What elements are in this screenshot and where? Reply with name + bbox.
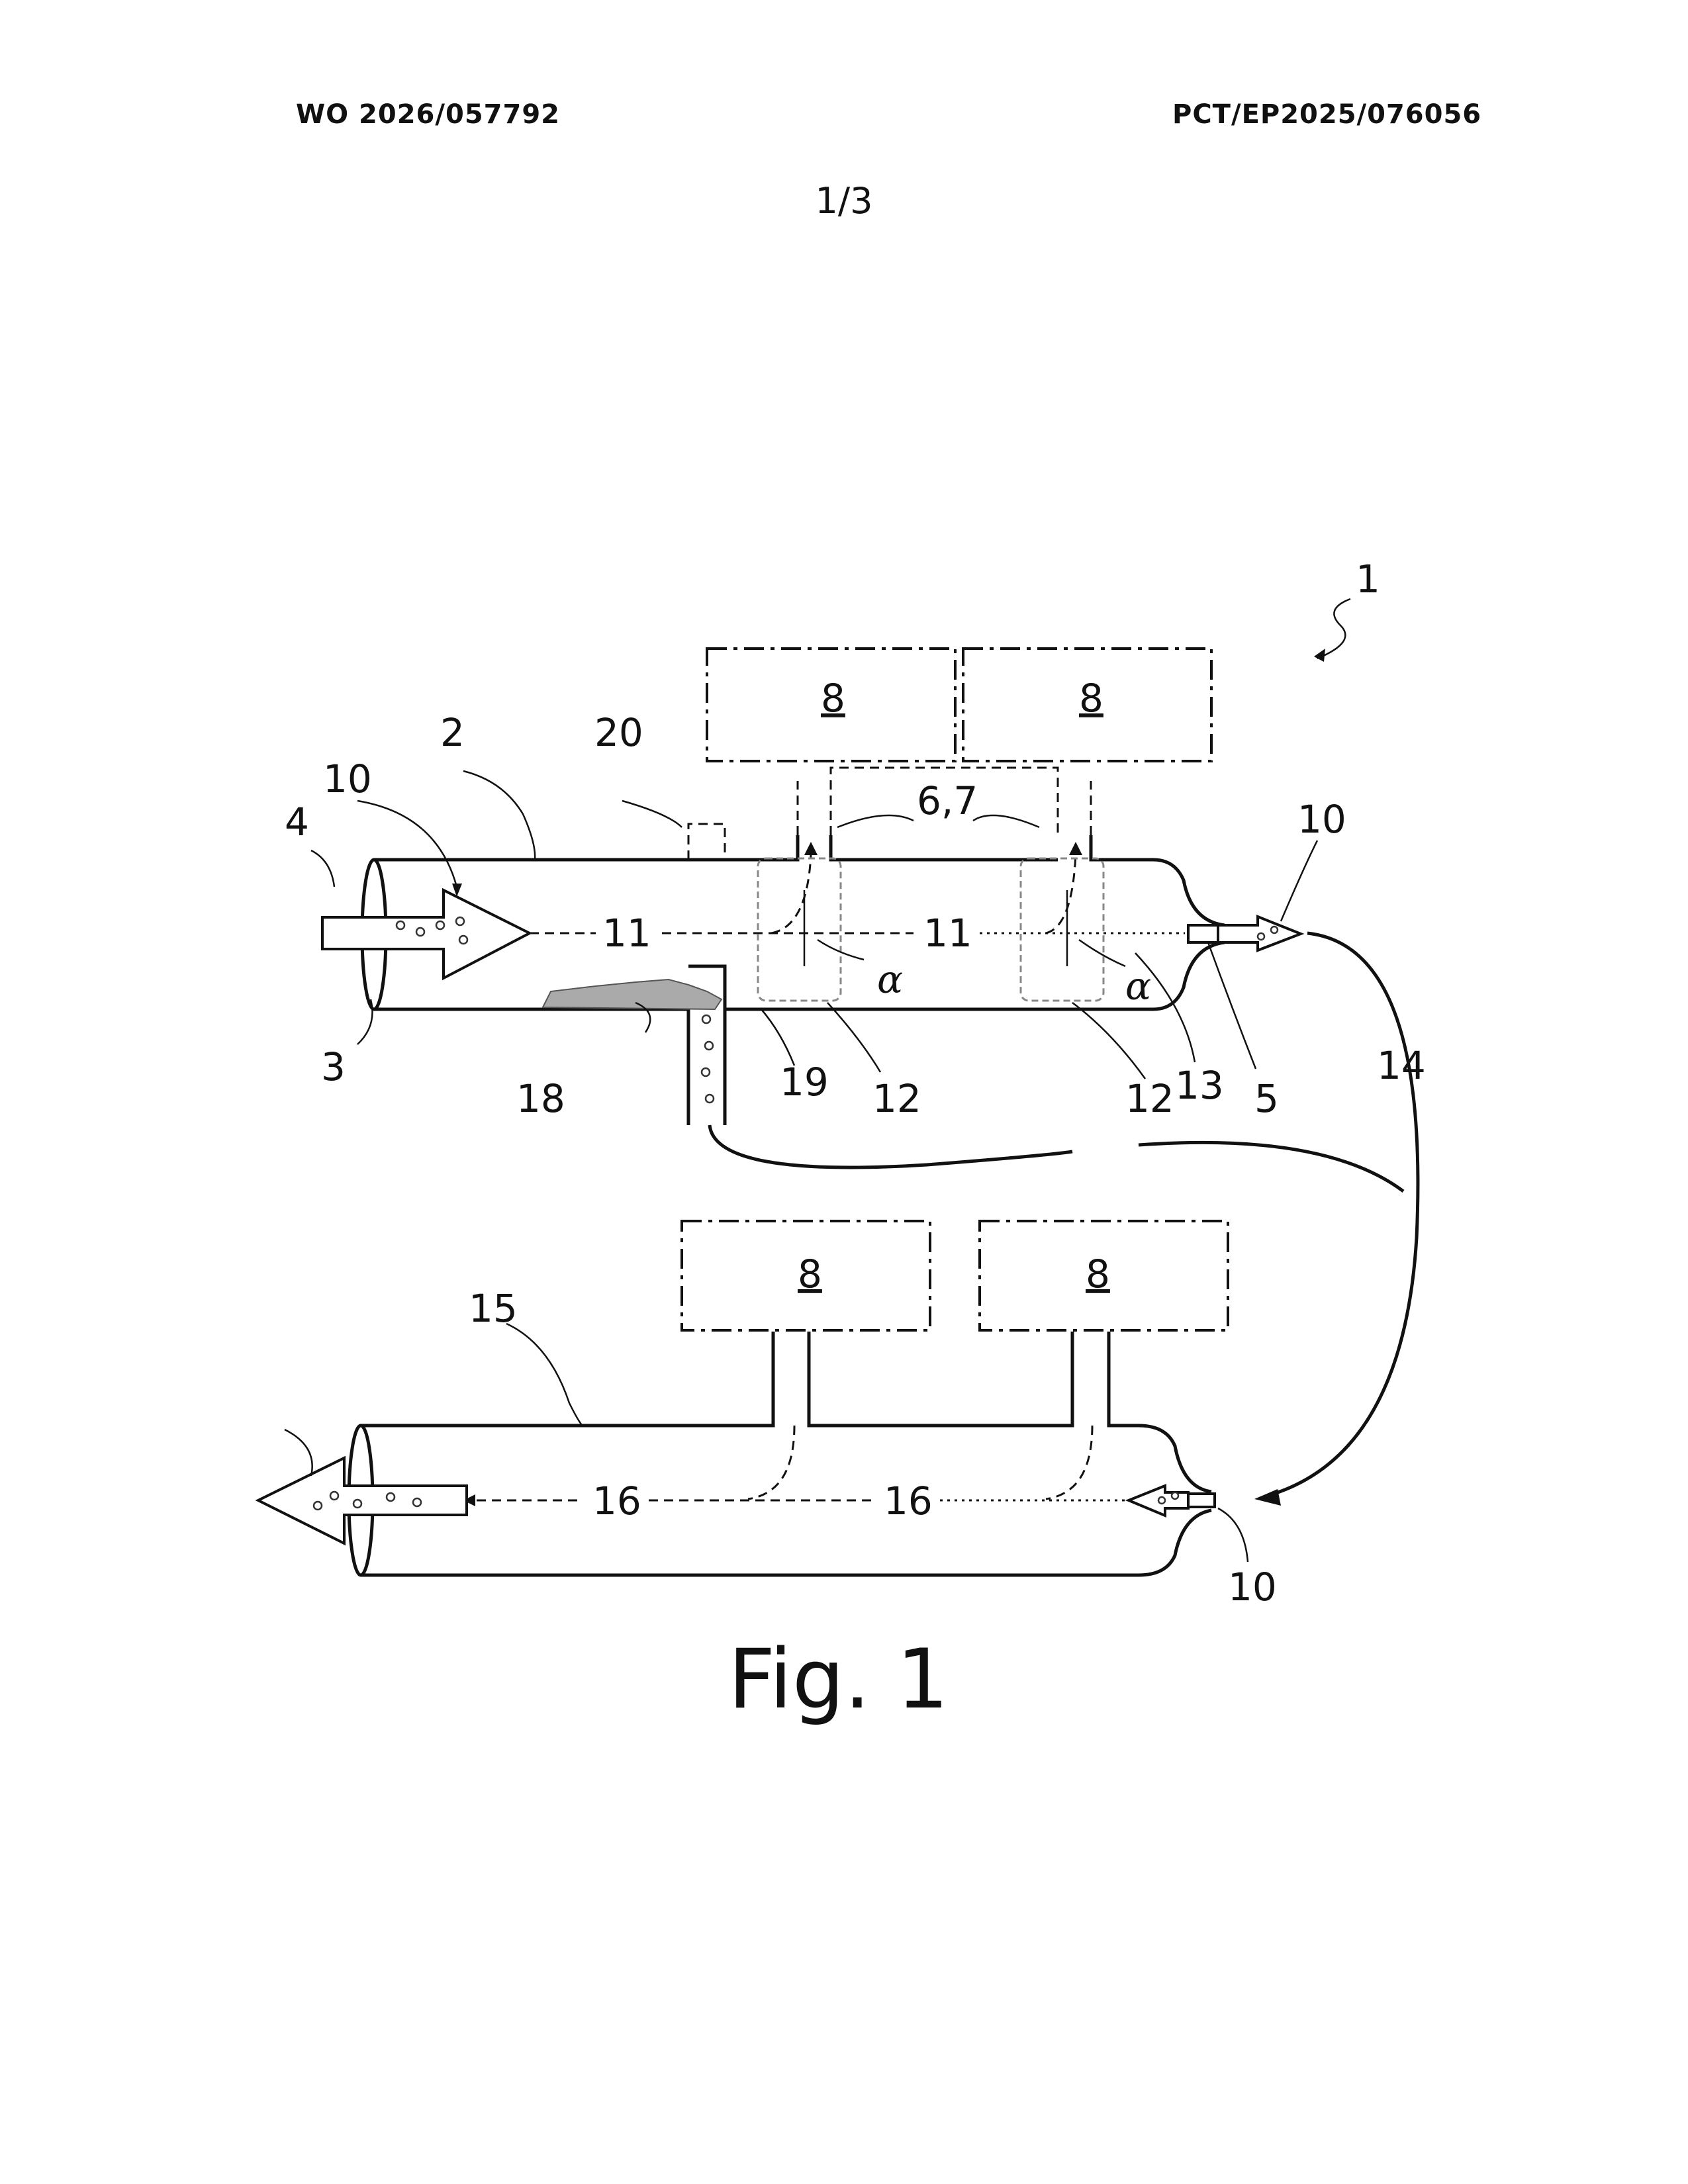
label-flow-path-2: 11 — [923, 911, 972, 956]
label-second-duct: 15 — [469, 1286, 518, 1331]
drain-particles — [702, 1015, 714, 1103]
final-outlet-arrow — [258, 1458, 467, 1543]
outlet-arrow — [1188, 917, 1301, 950]
label-particles-in: 10 — [323, 756, 372, 801]
window-2 — [1021, 858, 1103, 1001]
label-inlet-flow: 4 — [285, 799, 309, 844]
label-extraction-unit-a: 8 — [821, 676, 845, 721]
label-angle-1: α — [877, 957, 903, 1002]
window-1 — [758, 858, 841, 1001]
label-window-1: 12 — [872, 1076, 921, 1121]
label-port: 20 — [594, 710, 643, 755]
label-extraction-unit-c: 8 — [798, 1251, 822, 1297]
label-flow-path-3: 16 — [592, 1479, 641, 1524]
return-line — [1268, 933, 1418, 1496]
label-particles-return: 10 — [1228, 1565, 1277, 1610]
label-inlet-end: 3 — [321, 1044, 346, 1089]
deposit — [543, 979, 722, 1009]
label-angle-2: α — [1125, 964, 1151, 1009]
label-flow-path-1: 11 — [602, 911, 651, 956]
label-outlet-nozzle: 5 — [1254, 1076, 1279, 1121]
label-taper: 13 — [1175, 1063, 1224, 1108]
second-duct — [349, 1332, 1211, 1575]
figure-caption: Fig. 1 — [728, 1632, 949, 1727]
label-branch-openings: 6,7 — [917, 778, 978, 823]
label-particles-out: 10 — [1297, 797, 1346, 842]
label-deposit: 18 — [516, 1076, 565, 1121]
label-extraction-unit-d: 8 — [1086, 1251, 1110, 1297]
label-extraction-unit-b: 8 — [1079, 676, 1103, 721]
label-return-line: 14 — [1377, 1043, 1426, 1088]
label-window-2: 12 — [1125, 1076, 1174, 1121]
inlet-arrow — [322, 890, 530, 978]
label-system: 1 — [1356, 557, 1380, 602]
label-flow-path-4: 16 — [884, 1479, 933, 1524]
label-first-duct: 2 — [440, 710, 465, 755]
label-drain: 19 — [780, 1060, 829, 1105]
